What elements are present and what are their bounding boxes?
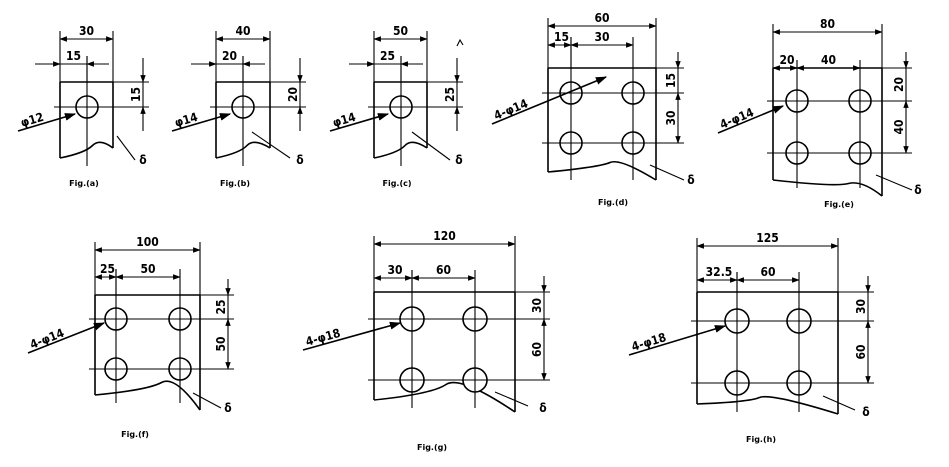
edge-distance-x-value: 15 xyxy=(66,49,81,63)
thickness-symbol: δ xyxy=(687,173,694,187)
figure-caption: Fig.(b) xyxy=(220,179,250,188)
width-dimension-value: 60 xyxy=(594,11,609,25)
hole-diameter-value: φ14 xyxy=(331,110,358,130)
pitch-y-value: 60 xyxy=(854,344,868,359)
pitch-x-value: 30 xyxy=(594,30,609,44)
plate-break-line xyxy=(547,160,657,181)
edge-distance-y-value: 25 xyxy=(214,299,228,314)
diameter-leader-line xyxy=(717,105,785,134)
diameter-leader-line xyxy=(302,321,402,351)
figure-caption: Fig.(d) xyxy=(598,198,628,207)
pitch-y-value: 50 xyxy=(214,336,228,351)
edge-distance-y-value: 20 xyxy=(286,87,300,102)
pitch-y-value: 60 xyxy=(530,342,544,357)
thickness-leader-line xyxy=(411,131,451,161)
figure-caption: Fig.(a) xyxy=(69,179,99,188)
diameter-leader-line xyxy=(628,325,727,356)
thickness-leader-line xyxy=(649,164,685,181)
diameter-leader-line xyxy=(27,322,106,354)
figure-caption: Fig.(h) xyxy=(746,435,776,444)
thickness-leader-line xyxy=(494,391,529,407)
thickness-leader-line xyxy=(251,131,291,159)
width-dimension-value: 100 xyxy=(136,235,159,249)
width-dimension-value: 80 xyxy=(820,17,835,31)
hole-diameter-value: 4-φ18 xyxy=(630,330,668,354)
figure-caption: Fig.(g) xyxy=(417,443,447,452)
pitch-x-value: 50 xyxy=(140,262,155,276)
edge-distance-x-value: 20 xyxy=(222,49,237,63)
thickness-leader-line xyxy=(875,174,913,191)
plate-break-line xyxy=(772,179,883,197)
width-dimension-value: 40 xyxy=(235,24,250,38)
figure-caption: Fig.(f) xyxy=(121,430,149,439)
diameter-leader-line xyxy=(329,113,390,132)
thickness-symbol: δ xyxy=(224,401,231,415)
edge-distance-y-value: 25 xyxy=(443,87,457,102)
plate-break-line xyxy=(94,380,201,411)
thickness-symbol: δ xyxy=(914,183,921,197)
figure-caption: Fig.(c) xyxy=(382,179,411,188)
pitch-y-value: 30 xyxy=(664,110,678,125)
width-dimension-value: 50 xyxy=(393,24,408,38)
hole-diameter-value: 4-φ14 xyxy=(492,96,531,123)
edge-distance-y-value: 30 xyxy=(854,299,868,314)
pitch-y-value: 40 xyxy=(892,119,906,134)
thickness-symbol: δ xyxy=(296,153,303,167)
edge-distance-x-value: 30 xyxy=(387,263,402,277)
pitch-x-value: 60 xyxy=(760,265,775,279)
thickness-leader-line xyxy=(822,395,856,411)
edge-distance-x-value: 32.5 xyxy=(706,265,733,279)
edge-distance-x-value: 25 xyxy=(100,262,115,276)
hole-diameter-value: φ12 xyxy=(19,110,45,130)
plate-break-line xyxy=(696,395,839,415)
diameter-leader-line xyxy=(17,113,77,132)
hole-diameter-value: φ14 xyxy=(173,110,200,130)
edge-distance-y-value: 15 xyxy=(664,73,678,88)
edge-distance-y-value: 30 xyxy=(530,298,544,313)
edge-distance-y-value: 20 xyxy=(892,77,906,92)
diameter-leader-line xyxy=(491,76,608,125)
plate-break-line xyxy=(373,141,428,159)
diameter-leader-line xyxy=(171,113,232,132)
edge-distance-y-value: 15 xyxy=(129,87,143,102)
width-dimension-value: 30 xyxy=(79,24,94,38)
edge-distance-x-value: 25 xyxy=(380,49,395,63)
edge-distance-x-value: 15 xyxy=(554,30,569,44)
hole-diameter-value: 4-φ18 xyxy=(304,326,342,349)
thickness-symbol: δ xyxy=(539,401,546,415)
stray-mark xyxy=(456,38,464,47)
pitch-x-value: 60 xyxy=(436,263,451,277)
thickness-symbol: δ xyxy=(455,153,462,167)
thickness-leader-line xyxy=(192,392,222,409)
plate-break-line xyxy=(215,141,271,159)
edge-distance-x-value: 20 xyxy=(779,53,794,67)
pitch-x-value: 40 xyxy=(821,53,836,67)
hole-diameter-value: 4-φ14 xyxy=(28,326,67,352)
plate-break-line xyxy=(59,141,114,159)
width-dimension-value: 125 xyxy=(756,231,779,245)
hole-diameter-value: 4-φ14 xyxy=(718,105,757,132)
width-dimension-value: 120 xyxy=(433,229,456,243)
plate-break-line xyxy=(373,381,516,413)
thickness-leader-line xyxy=(116,135,136,161)
figure-caption: Fig.(e) xyxy=(824,200,854,209)
thickness-symbol: δ xyxy=(139,153,146,167)
thickness-symbol: δ xyxy=(862,405,869,419)
